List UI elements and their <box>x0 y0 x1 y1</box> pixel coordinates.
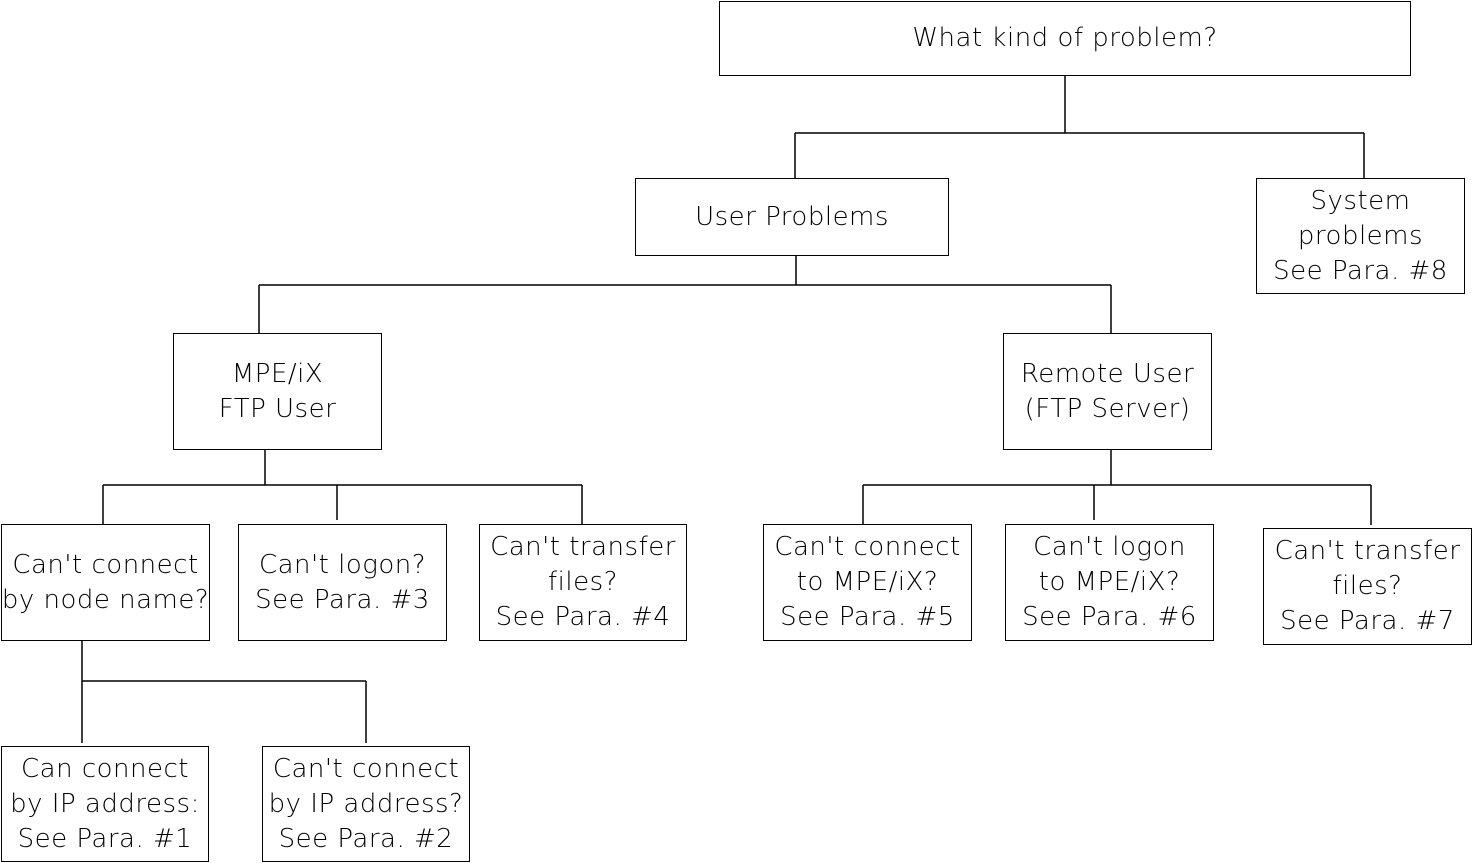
node-text-line: Can't connect <box>272 753 460 784</box>
node-text-line: by IP address: <box>10 788 200 819</box>
node-text-line: files? <box>1332 571 1403 601</box>
node-text-line: to MPE/iX? <box>796 567 939 597</box>
node-mpe-ftp-user: MPE/iX FTP User <box>173 333 382 450</box>
node-text-line: See Para. #6 <box>1022 602 1197 632</box>
node-text-line: FTP User <box>218 393 337 424</box>
node-text-line: MPE/iX <box>231 358 324 389</box>
node-text-line: Can't connect <box>774 532 961 562</box>
node-text-line: (FTP Server) <box>1024 393 1191 424</box>
node-text-line: See Para. #4 <box>495 602 671 632</box>
node-cant-connect-mpe: Can't connect to MPE/iX? See Para. #5 <box>763 524 972 641</box>
node-cant-transfer-local: Can't transfer files? See Para. #4 <box>479 524 687 641</box>
node-text-line: See Para. #2 <box>278 823 454 854</box>
node-root: What kind of problem? <box>719 1 1411 76</box>
node-can-connect-ip: Can connect by IP address: See Para. #1 <box>1 746 209 862</box>
node-cant-connect-ip: Can't connect by IP address? See Para. #2 <box>262 746 470 862</box>
node-text-line: problems <box>1297 220 1424 251</box>
node-text-line: by IP address? <box>268 788 464 819</box>
node-text-line: See Para. #3 <box>255 584 430 615</box>
node-cant-transfer-remote: Can't transfer files? See Para. #7 <box>1263 528 1472 645</box>
node-text-line: Can connect <box>21 753 189 784</box>
node-text-line: Can't connect <box>12 549 199 580</box>
node-cant-connect-node: Can't connect by node name? <box>1 524 210 641</box>
node-text-line: See Para. #7 <box>1280 606 1455 636</box>
node-text-line: Can't logon <box>1033 532 1186 562</box>
node-user-problems: User Problems <box>635 178 949 256</box>
node-text-line: See Para. #5 <box>780 602 955 632</box>
node-text-line: User Problems <box>695 201 889 232</box>
node-text-line: Remote User <box>1020 358 1195 389</box>
node-cant-logon-mpe: Can't logon to MPE/iX? See Para. #6 <box>1005 524 1214 641</box>
node-text-line: to MPE/iX? <box>1038 567 1181 597</box>
node-text-line: Can't logon? <box>258 549 427 580</box>
node-text-line: Can't transfer <box>490 532 676 562</box>
node-text-line: by node name? <box>1 584 210 615</box>
node-text-line: See Para. #8 <box>1273 255 1448 286</box>
node-text-line: Can't transfer <box>1274 536 1461 566</box>
node-text-line: See Para. #1 <box>17 823 193 854</box>
node-text-line: System <box>1310 185 1411 216</box>
node-text-line: files? <box>548 567 618 597</box>
node-cant-logon: Can't logon? See Para. #3 <box>238 524 447 641</box>
node-text-line: What kind of problem? <box>912 23 1218 53</box>
node-remote-user: Remote User (FTP Server) <box>1003 333 1212 450</box>
